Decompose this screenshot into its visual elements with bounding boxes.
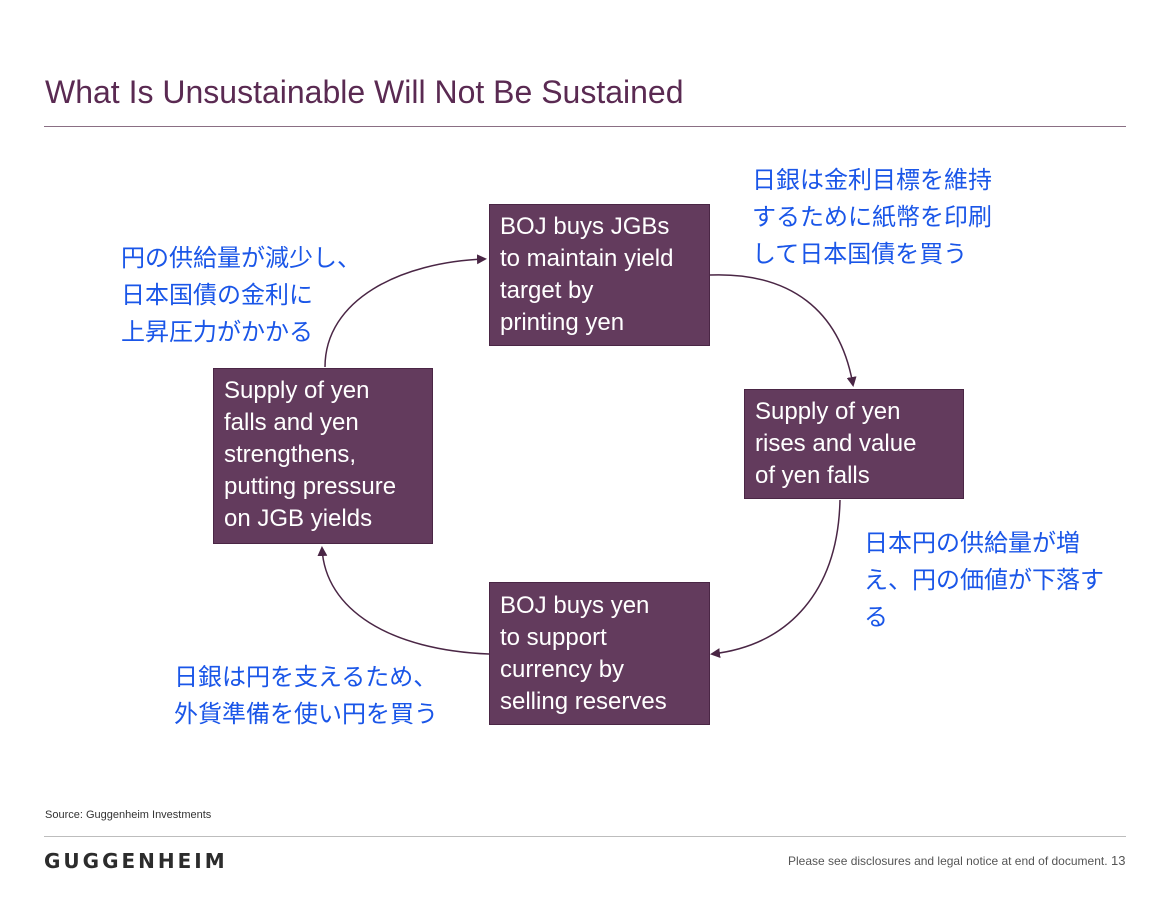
arrow-bottom-to-left: [317, 546, 490, 655]
cycle-box-yen-supply-rises: Supply of yen rises and value of yen fal…: [744, 389, 964, 499]
arrow-right-to-bottom: [710, 499, 841, 659]
note-top-right: 日銀は金利目標を維持 するために紙幣を印刷 して日本国債を買う: [752, 166, 992, 268]
arrow-left-to-top: [324, 254, 487, 368]
disclaimer-text: Please see disclosures and legal notice …: [788, 854, 1108, 868]
title-divider: [44, 126, 1126, 127]
footer-divider: [44, 836, 1126, 837]
page-number: 13: [1111, 853, 1126, 868]
guggenheim-logo: GUGGENHEIM: [44, 849, 228, 873]
source-note: Source: Guggenheim Investments: [45, 809, 212, 821]
cycle-box-yen-supply-falls: Supply of yen falls and yen strengthens,…: [213, 368, 433, 544]
cycle-box-boj-buys-yen: BOJ buys yen to support currency by sell…: [489, 582, 710, 725]
page-title: What Is Unsustainable Will Not Be Sustai…: [45, 74, 684, 110]
note-top-left: 円の供給量が減少し、 日本国債の金利に 上昇圧力がかかる: [121, 244, 361, 346]
note-bottom: 日銀は円を支えるため、 外貨準備を使い円を買う: [174, 663, 438, 728]
arrow-top-to-right: [709, 274, 857, 387]
cycle-box-boj-buys-jgbs: BOJ buys JGBs to maintain yield target b…: [489, 204, 710, 346]
note-right: 日本円の供給量が増 え、円の価値が下落す る: [864, 529, 1104, 631]
